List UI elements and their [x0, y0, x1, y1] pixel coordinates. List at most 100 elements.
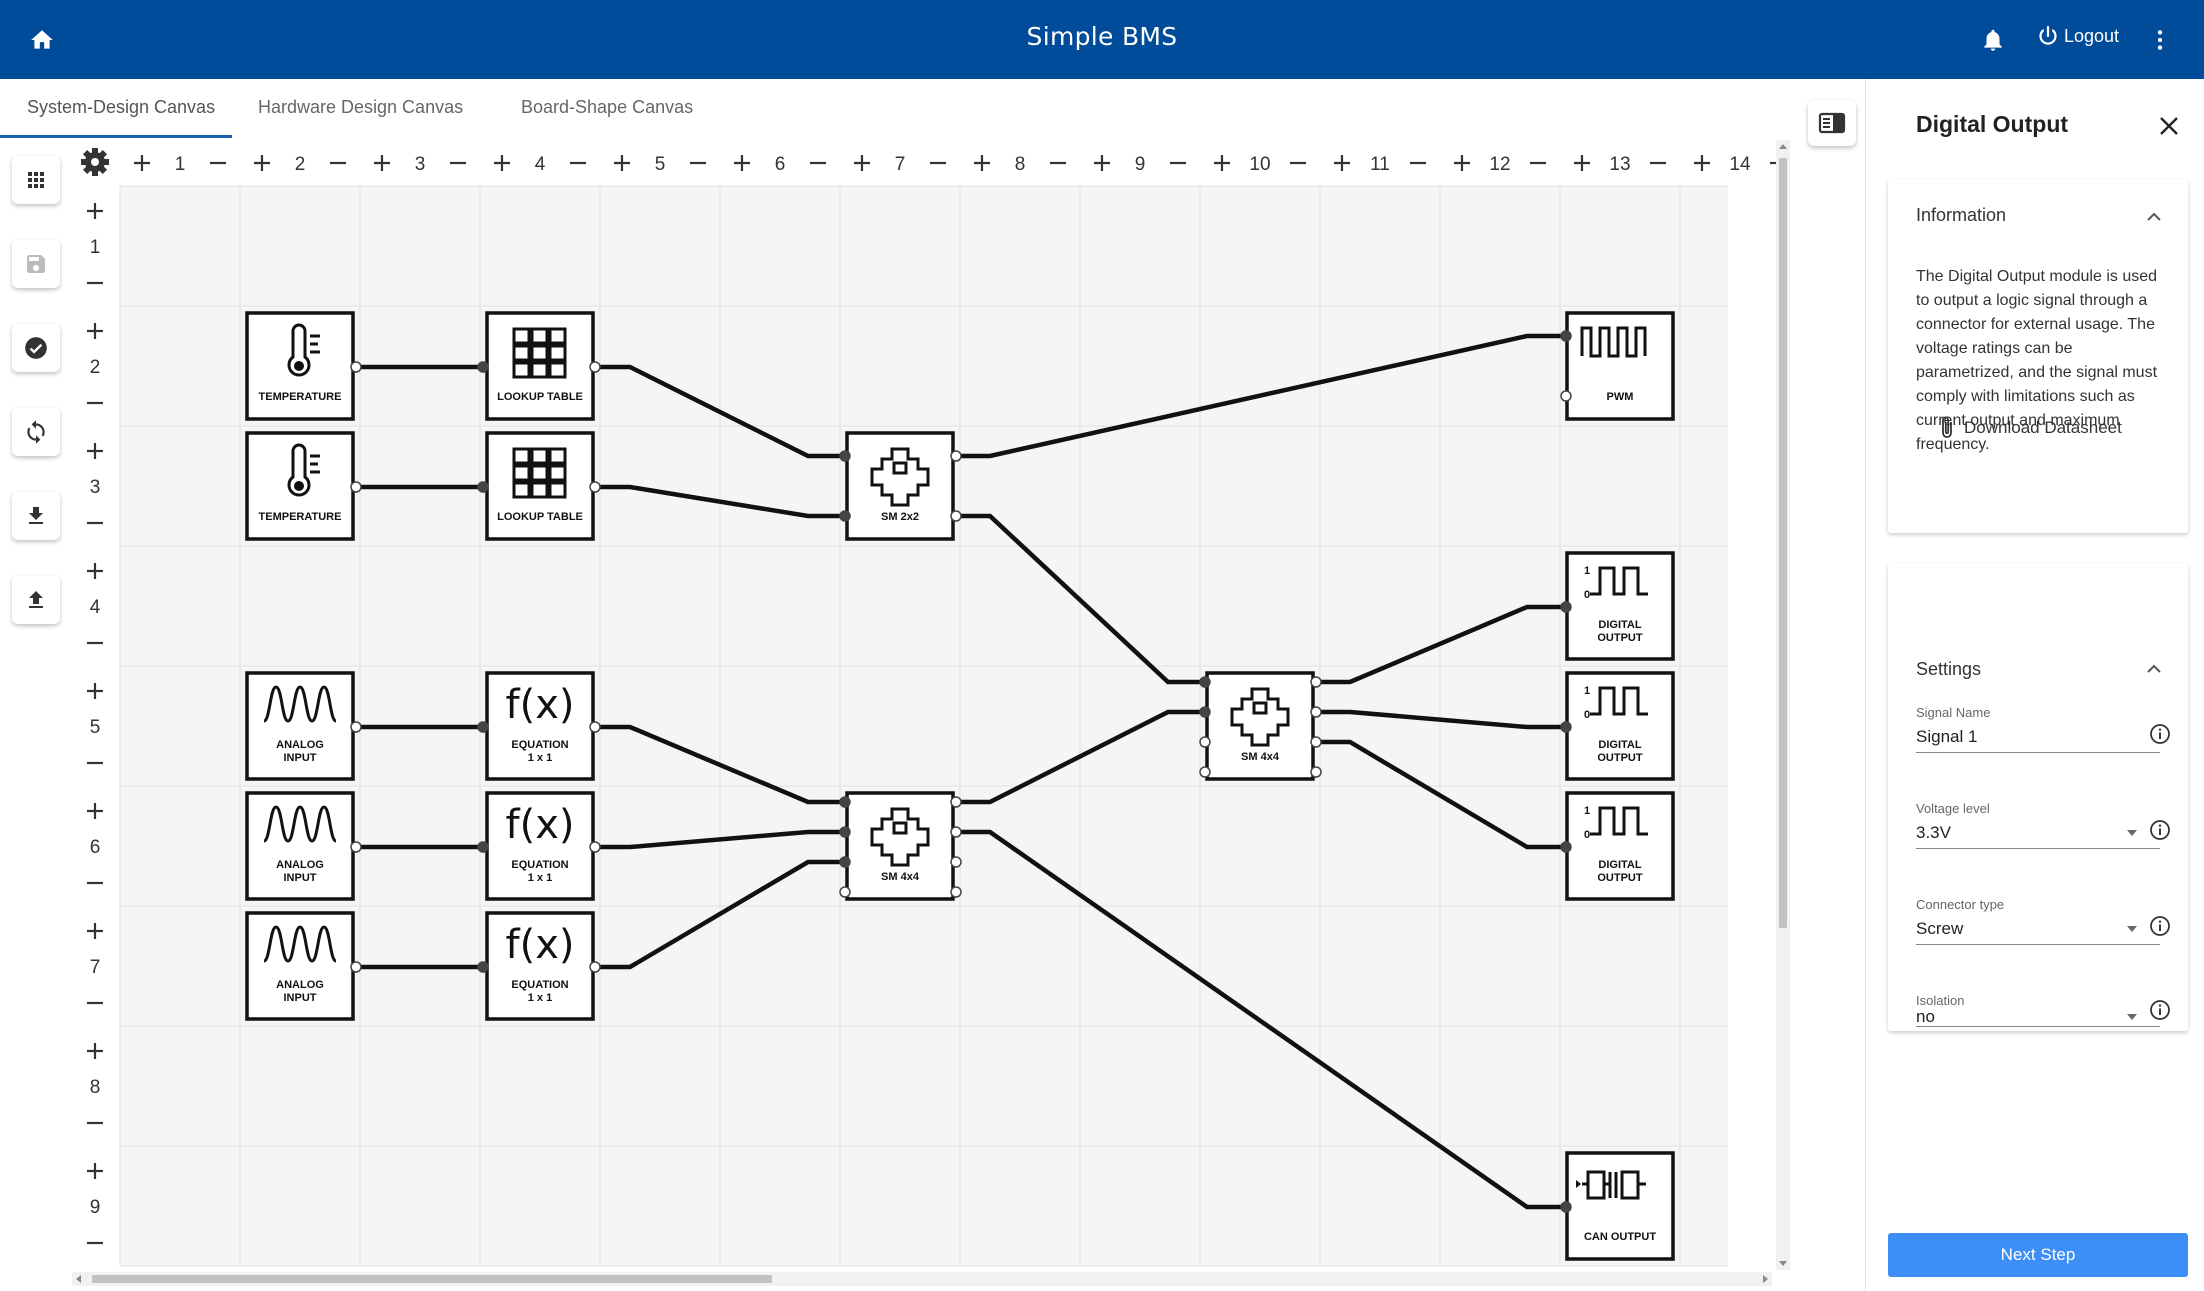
port[interactable]	[1310, 706, 1322, 718]
add-row-button[interactable]	[87, 563, 103, 579]
port[interactable]	[839, 826, 851, 838]
port[interactable]	[350, 841, 362, 853]
port[interactable]	[950, 796, 962, 808]
port[interactable]	[1560, 721, 1572, 733]
add-row-button[interactable]	[87, 683, 103, 699]
port[interactable]	[477, 841, 489, 853]
add-column-button[interactable]	[254, 155, 270, 171]
add-row-button[interactable]	[87, 203, 103, 219]
isolation-select[interactable]: Isolation no	[1916, 993, 2160, 1027]
horizontal-scrollbar[interactable]	[72, 1272, 1772, 1286]
module-block[interactable]: PWM	[1565, 311, 1675, 421]
close-icon[interactable]	[2158, 115, 2180, 142]
port[interactable]	[350, 361, 362, 373]
connection-wire[interactable]	[956, 709, 1205, 805]
add-column-button[interactable]	[1574, 155, 1590, 171]
connection-wire[interactable]	[956, 829, 1566, 1210]
module-block[interactable]: LOOKUP TABLE	[485, 311, 595, 421]
module-box[interactable]	[1205, 671, 1315, 781]
port[interactable]	[477, 721, 489, 733]
add-column-button[interactable]	[614, 155, 630, 171]
add-column-button[interactable]	[1454, 155, 1470, 171]
module-box[interactable]	[245, 791, 355, 901]
add-column-button[interactable]	[1094, 155, 1110, 171]
port[interactable]	[350, 481, 362, 493]
refresh-button[interactable]	[12, 408, 60, 456]
module-box[interactable]	[245, 911, 355, 1021]
signal-name-field[interactable]: Signal Name Signal 1	[1916, 705, 2160, 753]
tab-system-design[interactable]: System-Design Canvas	[27, 97, 216, 117]
module-block[interactable]: SM 2x2	[845, 431, 955, 541]
port[interactable]	[839, 796, 851, 808]
add-column-button[interactable]	[854, 155, 870, 171]
module-box[interactable]	[1565, 551, 1675, 661]
add-column-button[interactable]	[1214, 155, 1230, 171]
upload-button[interactable]	[12, 576, 60, 624]
save-button[interactable]	[12, 240, 60, 288]
add-row-button[interactable]	[87, 443, 103, 459]
more-vert-icon[interactable]	[2140, 20, 2180, 60]
port[interactable]	[1560, 330, 1572, 342]
module-block[interactable]: TEMPERATURE	[245, 431, 355, 541]
port[interactable]	[589, 961, 601, 973]
module-box[interactable]	[1565, 671, 1675, 781]
port[interactable]	[950, 510, 962, 522]
add-row-button[interactable]	[87, 923, 103, 939]
add-column-button[interactable]	[134, 155, 150, 171]
port[interactable]	[950, 886, 962, 898]
logout-button[interactable]: Logout	[2036, 24, 2119, 48]
port[interactable]	[839, 856, 851, 868]
port[interactable]	[1199, 736, 1211, 748]
port[interactable]	[1310, 676, 1322, 688]
module-block[interactable]: CAN OUTPUT	[1565, 1151, 1675, 1261]
connection-wire[interactable]	[1316, 709, 1566, 730]
voltage-level-select[interactable]: Voltage level 3.3V	[1916, 801, 2160, 849]
apps-button[interactable]	[12, 156, 60, 204]
port[interactable]	[839, 510, 851, 522]
tab-board-shape[interactable]: Board-Shape Canvas	[521, 97, 694, 117]
info-icon[interactable]	[2149, 915, 2171, 937]
add-column-button[interactable]	[1694, 155, 1710, 171]
connection-wire[interactable]	[595, 724, 845, 805]
module-box[interactable]	[845, 431, 955, 541]
add-row-button[interactable]	[87, 1163, 103, 1179]
module-box[interactable]	[1565, 1151, 1675, 1261]
module-block[interactable]: LOOKUP TABLE	[485, 431, 595, 541]
port[interactable]	[350, 721, 362, 733]
port[interactable]	[477, 481, 489, 493]
chevron-up-icon[interactable]	[2146, 661, 2162, 679]
download-button[interactable]	[12, 492, 60, 540]
add-column-button[interactable]	[494, 155, 510, 171]
connection-wire[interactable]	[595, 484, 845, 519]
add-row-button[interactable]	[87, 323, 103, 339]
toggle-panel-button[interactable]	[1808, 100, 1856, 146]
port[interactable]	[1560, 390, 1572, 402]
port[interactable]	[589, 841, 601, 853]
connection-wire[interactable]	[595, 364, 845, 459]
grid-settings-gear-icon[interactable]	[81, 148, 109, 176]
port[interactable]	[1199, 706, 1211, 718]
port[interactable]	[1560, 601, 1572, 613]
info-icon[interactable]	[2149, 819, 2171, 841]
dropdown-arrow-icon[interactable]	[2126, 1013, 2138, 1021]
vertical-scrollbar[interactable]	[1776, 140, 1790, 1270]
add-column-button[interactable]	[974, 155, 990, 171]
connection-wire[interactable]	[1316, 604, 1566, 685]
port[interactable]	[1199, 766, 1211, 778]
module-box[interactable]	[1565, 311, 1675, 421]
connection-wire[interactable]	[956, 513, 1205, 685]
download-datasheet-link[interactable]: Download Datasheet	[1938, 415, 2122, 441]
port[interactable]	[1560, 1201, 1572, 1213]
port[interactable]	[1310, 766, 1322, 778]
dropdown-arrow-icon[interactable]	[2126, 829, 2138, 837]
add-column-button[interactable]	[1334, 155, 1350, 171]
add-column-button[interactable]	[734, 155, 750, 171]
validate-button[interactable]	[12, 324, 60, 372]
